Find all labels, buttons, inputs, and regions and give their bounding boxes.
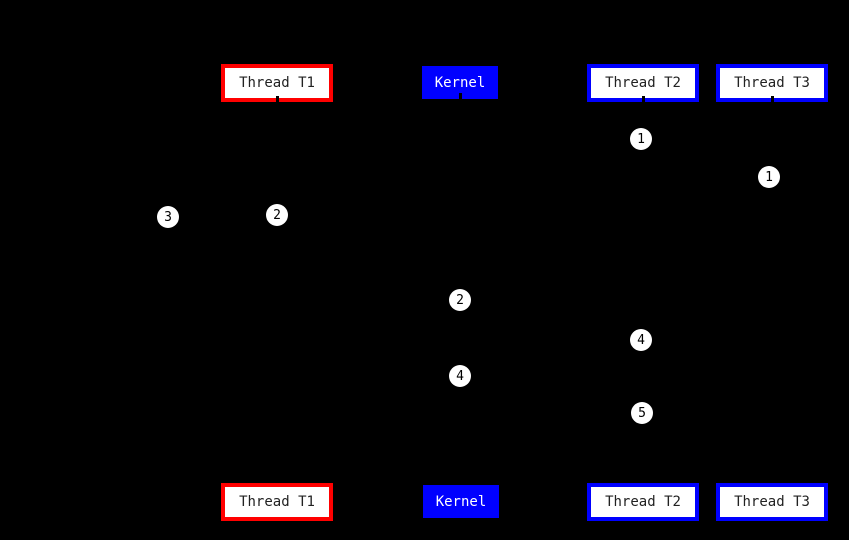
event-marker-1-t3: 1 [758, 166, 780, 188]
entity-box-thread-t2-bottom: Thread T2 [587, 483, 699, 521]
entity-box-thread-t2-top: Thread T2 [587, 64, 699, 102]
entity-label-thread-t1: Thread T1 [239, 75, 315, 91]
lifeline-notch-kernel-top [459, 93, 462, 100]
event-marker-4-kernel: 4 [449, 365, 471, 387]
event-marker-3: 3 [157, 206, 179, 228]
entity-label-kernel: Kernel [434, 74, 486, 91]
entity-box-kernel-bottom: Kernel [423, 485, 499, 518]
entity-label-thread-t2: Thread T2 [605, 75, 681, 91]
entity-label-thread-t2: Thread T2 [605, 494, 681, 510]
event-marker-4-t2: 4 [630, 329, 652, 351]
event-marker-1-t2: 1 [630, 128, 652, 150]
event-marker-2-t1: 2 [266, 204, 288, 226]
entity-label-kernel: Kernel [435, 493, 487, 510]
entity-label-thread-t1: Thread T1 [239, 494, 315, 510]
entity-label-thread-t3: Thread T3 [734, 494, 810, 510]
lifeline-notch-t2-top [642, 96, 645, 103]
lifeline-notch-t1-top [276, 96, 279, 103]
entity-label-thread-t3: Thread T3 [734, 75, 810, 91]
lifeline-notch-t3-top [771, 96, 774, 103]
event-marker-5-t2: 5 [631, 402, 653, 424]
event-marker-2-kernel: 2 [449, 289, 471, 311]
entity-box-thread-t1-bottom: Thread T1 [221, 483, 333, 521]
entity-box-thread-t3-bottom: Thread T3 [716, 483, 828, 521]
